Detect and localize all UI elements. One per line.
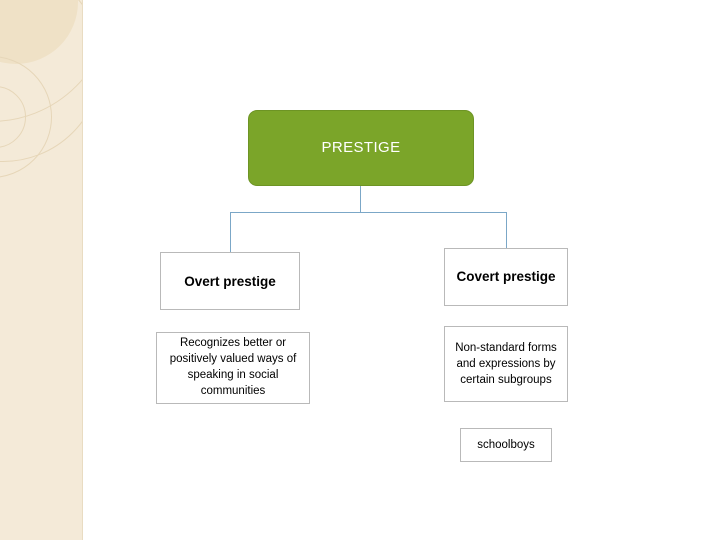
node-overt-description[interactable]: Recognizes better or positively valued w… [156,332,310,404]
node-prestige-label: PRESTIGE [321,138,401,156]
connector-root-down [360,186,361,212]
node-covert-prestige-label: Covert prestige [456,269,556,285]
node-overt-prestige[interactable]: Overt prestige [160,252,300,310]
node-prestige[interactable]: PRESTIGE [248,110,474,186]
node-covert-prestige[interactable]: Covert prestige [444,248,568,306]
node-covert-description-label: Non-standard forms and expressions by ce… [455,341,557,387]
node-overt-description-label: Recognizes better or positively valued w… [169,337,297,397]
connector-to-overt [230,212,231,252]
connector-to-covert [506,212,507,248]
node-schoolboys-label: schoolboys [477,439,535,451]
node-covert-description[interactable]: Non-standard forms and expressions by ce… [444,326,568,402]
node-schoolboys[interactable]: schoolboys [460,428,552,462]
sidebar-edge [82,0,83,540]
connector-horizontal [230,212,507,213]
node-overt-prestige-label: Overt prestige [184,273,276,289]
decorative-sidebar [0,0,82,540]
